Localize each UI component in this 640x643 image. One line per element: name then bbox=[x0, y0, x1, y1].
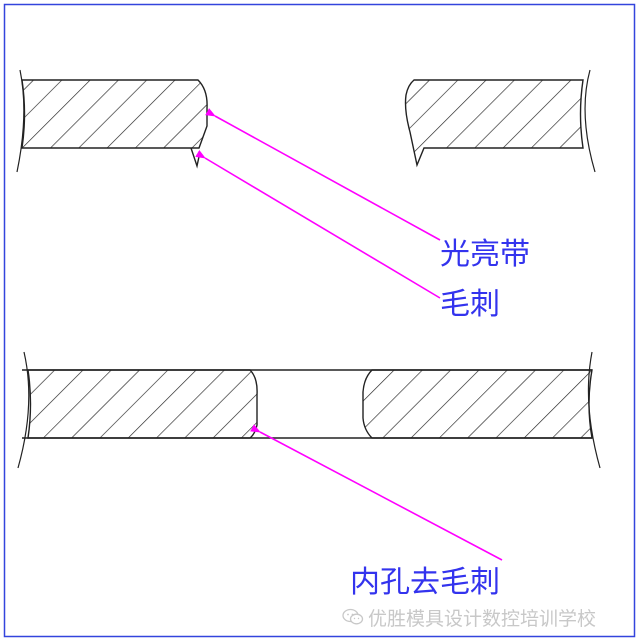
arrow-hole-deburr bbox=[250, 424, 503, 561]
watermark-text: 优胜模具设计数控培训学校 bbox=[368, 607, 597, 630]
bottom-sheet-section bbox=[17, 351, 601, 469]
leader-arrows bbox=[195, 108, 503, 561]
arrow-burr bbox=[195, 149, 441, 299]
top-left-break-line bbox=[16, 69, 25, 173]
bottom-right-break-line bbox=[587, 351, 601, 469]
wechat-icon bbox=[342, 608, 364, 625]
top-burr-spike bbox=[190, 147, 201, 169]
label-hole-deburr: 内孔去毛刺 bbox=[350, 565, 500, 600]
label-burr: 毛刺 bbox=[440, 287, 500, 322]
top-right-part bbox=[404, 79, 584, 168]
top-right-break-line bbox=[584, 69, 596, 173]
top-left-part bbox=[21, 79, 208, 149]
bottom-left-break-line bbox=[17, 351, 30, 469]
arrow-bright-band bbox=[205, 108, 441, 241]
watermark: 优胜模具设计数控培训学校 bbox=[342, 604, 596, 630]
diagram-border bbox=[3, 3, 636, 638]
bottom-left-part bbox=[27, 369, 258, 439]
bottom-right-part bbox=[362, 369, 593, 439]
top-sheet-section bbox=[16, 69, 596, 173]
label-bright-band: 光亮带 bbox=[440, 237, 530, 272]
